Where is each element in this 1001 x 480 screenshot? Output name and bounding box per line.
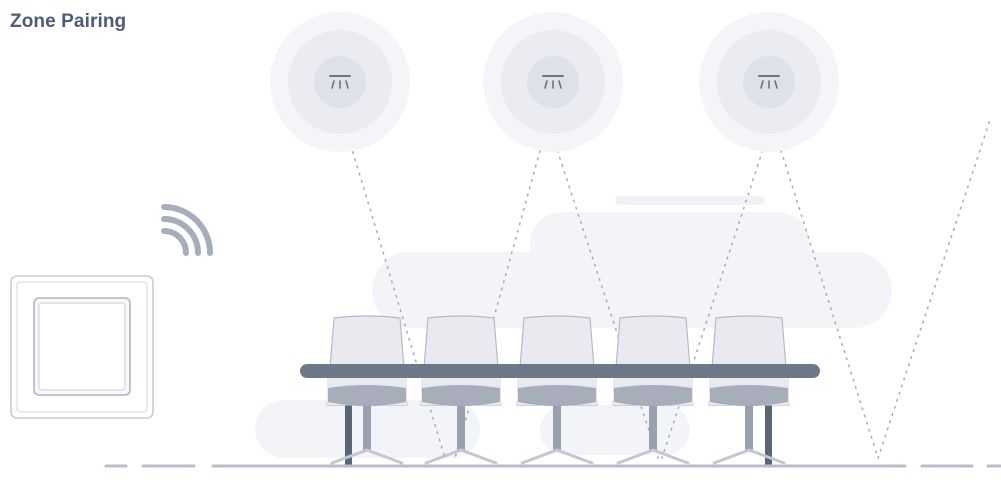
wall-switch-icon [11, 276, 153, 418]
ceiling-light-1 [270, 12, 410, 152]
ceiling-light-icon [743, 56, 795, 108]
conference-table-icon [300, 364, 820, 406]
ceiling-light-3 [699, 12, 839, 152]
ceiling-light-icon [314, 56, 366, 108]
ceiling-light-2 [483, 12, 623, 152]
page-title: Zone Pairing [10, 11, 126, 33]
wireless-signal-icon [164, 207, 210, 253]
ceiling-light-icon [527, 56, 579, 108]
